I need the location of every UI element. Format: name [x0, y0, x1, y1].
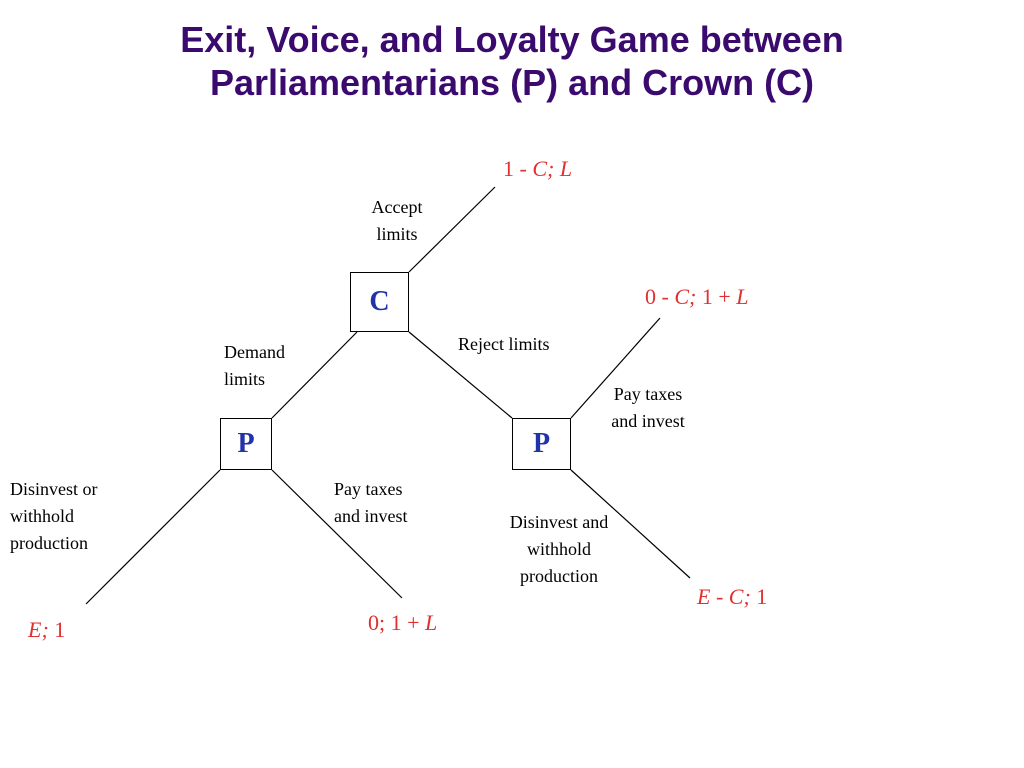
payoff-accept-part1: 1 -	[503, 156, 533, 181]
payoff-left-disinvest-part2: 1	[48, 617, 66, 642]
payoff-reject-pay-part3: 1 +	[696, 284, 737, 309]
edge-reject-limits	[408, 331, 513, 419]
payoff-accept-part2: C; L	[532, 156, 573, 181]
node-parliament-right-letter: P	[532, 428, 551, 459]
edge-left-pay-taxes	[271, 469, 403, 599]
payoff-reject-pay-part1: 0 -	[645, 284, 675, 309]
edge-demand-limits	[271, 331, 358, 419]
payoff-left-pay: 0; 1 + L	[368, 610, 437, 636]
node-parliament-left-letter: P	[237, 428, 255, 459]
edge-label-left-pay-taxes: Pay taxes and invest	[334, 479, 408, 526]
edge-label-right-disinvest: Disinvest and withhold production	[509, 512, 609, 586]
payoff-left-disinvest: E; 1	[28, 617, 65, 643]
payoff-left-pay-part1: 0; 1 +	[368, 610, 426, 635]
payoff-reject-pay-part2: C;	[674, 284, 697, 309]
edge-label-reject-limits: Reject limits	[458, 334, 550, 354]
payoff-reject-disinvest-part2: -	[710, 584, 729, 609]
title-line-1: Exit, Voice, and Loyalty Game between	[180, 19, 844, 60]
payoff-reject-disinvest-part1: E	[697, 584, 711, 609]
payoff-reject-disinvest: E - C; 1	[697, 584, 767, 610]
edge-right-pay-taxes	[570, 317, 661, 419]
edge-right-disinvest	[570, 469, 691, 579]
slide-title: Exit, Voice, and Loyalty Game between Pa…	[0, 18, 1024, 104]
title-line-2: Parliamentarians (P) and Crown (C)	[209, 62, 815, 103]
edge-left-disinvest	[85, 469, 221, 605]
node-crown: C	[350, 272, 409, 332]
payoff-reject-disinvest-part3: C;	[728, 584, 751, 609]
node-crown-letter: C	[369, 286, 390, 317]
payoff-left-pay-part2: L	[425, 610, 438, 635]
edge-label-demand-limits: Demand limits	[224, 342, 285, 389]
payoff-accept: 1 - C; L	[503, 156, 572, 182]
payoff-reject-pay-part4: L	[736, 284, 749, 309]
payoff-reject-disinvest-part4: 1	[750, 584, 768, 609]
payoff-reject-pay: 0 - C; 1 + L	[645, 284, 749, 310]
payoff-left-disinvest-part1: E;	[28, 617, 49, 642]
node-parliament-left: P	[220, 418, 272, 470]
edge-label-right-pay-taxes: Pay taxes and invest	[611, 384, 685, 431]
edge-label-left-disinvest: Disinvest or withhold production	[10, 479, 98, 553]
edge-label-accept-limits: Accept limits	[371, 197, 423, 244]
node-parliament-right: P	[512, 418, 571, 470]
edge-accept-limits	[408, 186, 496, 273]
